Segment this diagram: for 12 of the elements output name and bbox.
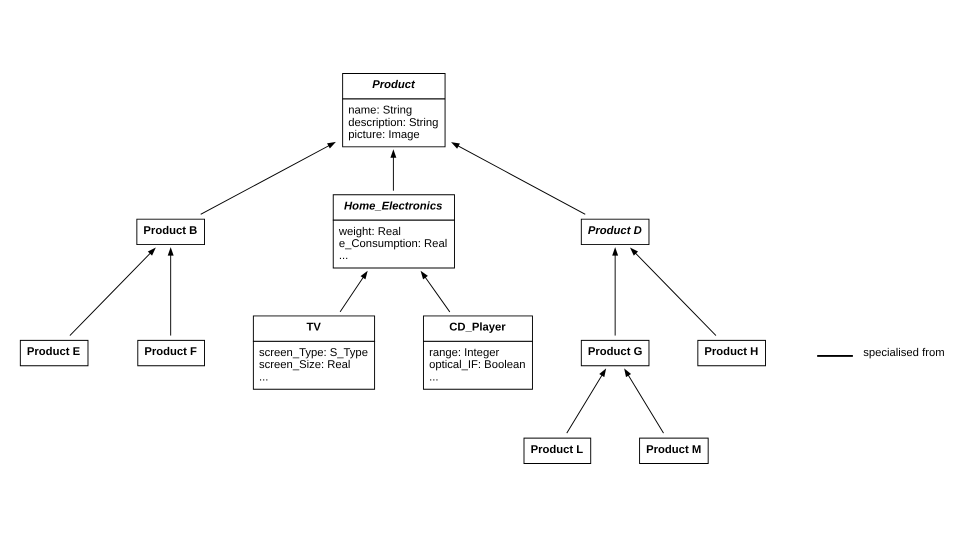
arrow [168, 246, 174, 336]
arrow [390, 148, 396, 191]
arrow [200, 141, 336, 214]
arrow [69, 247, 156, 336]
arrow [566, 368, 606, 434]
legend-label: specialised from [863, 346, 945, 358]
arrow [451, 142, 586, 214]
arrow [624, 368, 664, 434]
arrow [340, 270, 368, 312]
arrow [420, 270, 450, 312]
arrow [612, 246, 618, 336]
arrow [630, 247, 716, 336]
